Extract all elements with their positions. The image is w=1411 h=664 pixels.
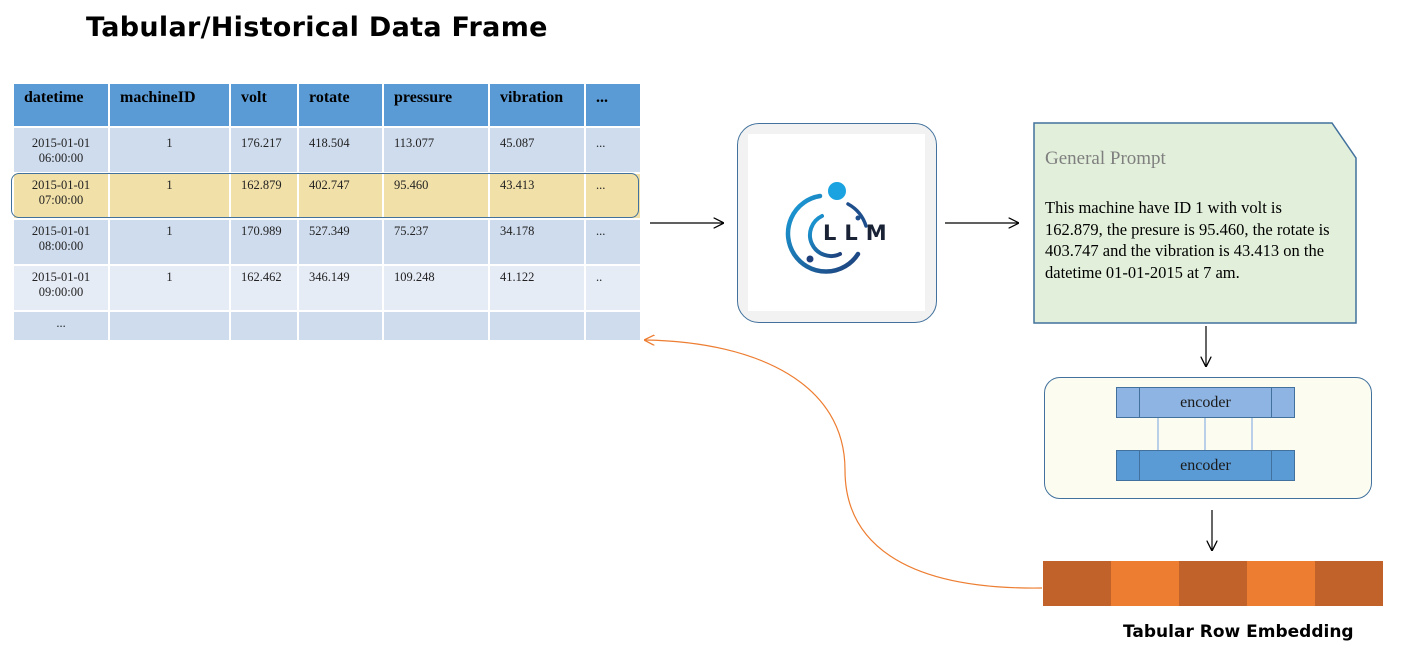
embedding-bar [1043, 561, 1383, 606]
column-header: vibration [490, 84, 584, 126]
table-cell: 45.087 [490, 128, 584, 172]
table-header-row: datetime machineID volt rotate pressure … [14, 84, 640, 126]
embedding-label: Tabular Row Embedding [1123, 622, 1354, 642]
table-cell: 2015-01-01 09:00:00 [14, 266, 108, 310]
table-cell: 95.460 [384, 174, 488, 218]
table-cell: 41.122 [490, 266, 584, 310]
column-header: machineID [110, 84, 229, 126]
table-cell: 109.248 [384, 266, 488, 310]
column-header: ... [586, 84, 640, 126]
table-cell [231, 312, 297, 340]
table-cell [384, 312, 488, 340]
prompt-document [1033, 122, 1357, 324]
table-cell: 1 [110, 220, 229, 264]
table-cell: ... [14, 312, 108, 340]
table-cell: 176.217 [231, 128, 297, 172]
page-title: Tabular/Historical Data Frame [86, 12, 548, 43]
table-cell [110, 312, 229, 340]
table-cell: ... [586, 128, 640, 172]
table-cell: 34.178 [490, 220, 584, 264]
table-cell: 43.413 [490, 174, 584, 218]
table-cell: .. [586, 266, 640, 310]
embedding-segment [1315, 561, 1383, 606]
table-cell: 113.077 [384, 128, 488, 172]
column-header: pressure [384, 84, 488, 126]
embedding-segment [1111, 561, 1179, 606]
column-header: volt [231, 84, 297, 126]
table-cell [490, 312, 584, 340]
prompt-text: This machine have ID 1 with volt is 162.… [1045, 198, 1330, 282]
table-cell: 2015-01-01 07:00:00 [14, 174, 108, 218]
column-header: rotate [299, 84, 382, 126]
table-cell: ... [586, 220, 640, 264]
prompt-heading: General Prompt [1045, 148, 1166, 169]
table-cell: 2015-01-01 08:00:00 [14, 220, 108, 264]
table-cell: 75.237 [384, 220, 488, 264]
arrow-embedding-to-table [645, 340, 1043, 589]
llm-logo-icon: LLM [785, 182, 895, 274]
llm-block: LLM [737, 123, 937, 323]
embedding-segment [1043, 561, 1111, 606]
table-cell: 1 [110, 128, 229, 172]
table-cell: 170.989 [231, 220, 297, 264]
embedding-segment [1179, 561, 1247, 606]
encoder-bottom: encoder [1116, 450, 1295, 481]
llm-label: LLM [823, 221, 895, 245]
table-cell: 1 [110, 266, 229, 310]
table-row: ... [14, 312, 640, 340]
highlighted-row-outline [11, 173, 639, 218]
encoder-bottom-label: encoder [1180, 457, 1231, 474]
table-cell [299, 312, 382, 340]
encoder-top: encoder [1116, 387, 1295, 418]
table-cell: 162.879 [231, 174, 297, 218]
table-cell: 1 [110, 174, 229, 218]
embedding-segment [1247, 561, 1315, 606]
table-cell [586, 312, 640, 340]
table-cell: 402.747 [299, 174, 382, 218]
column-header: datetime [14, 84, 108, 126]
data-frame-table: datetime machineID volt rotate pressure … [12, 82, 642, 342]
table-cell: 527.349 [299, 220, 382, 264]
table-cell: 418.504 [299, 128, 382, 172]
table-cell: 2015-01-01 06:00:00 [14, 128, 108, 172]
table-cell: 162.462 [231, 266, 297, 310]
encoder-top-label: encoder [1180, 394, 1231, 411]
table-cell: 346.149 [299, 266, 382, 310]
